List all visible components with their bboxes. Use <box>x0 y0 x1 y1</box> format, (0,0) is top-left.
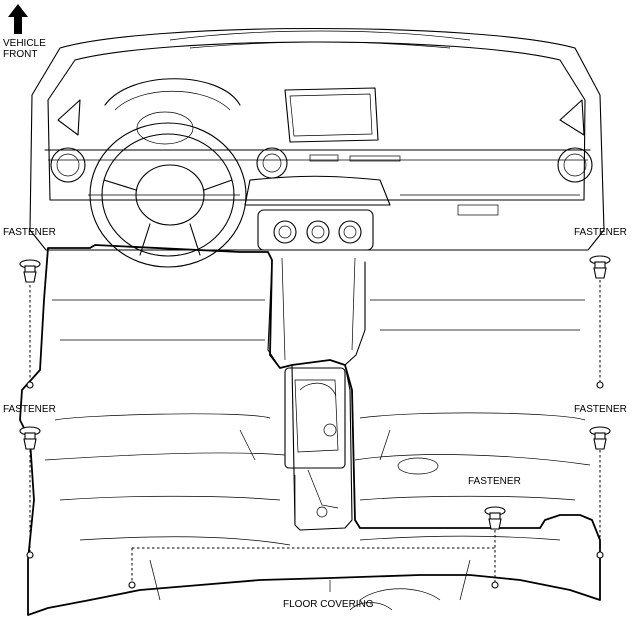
fastener-icon <box>589 255 611 279</box>
fastener-leader-lines <box>26 275 604 589</box>
floor-contours <box>44 299 591 611</box>
fastener-label-front-right: FASTENER <box>574 227 627 238</box>
fastener-icon <box>589 426 611 450</box>
fastener-label-front-left: FASTENER <box>3 227 56 238</box>
center-console <box>267 257 366 531</box>
fastener-icon <box>19 426 41 450</box>
fastener-icon <box>19 259 41 283</box>
vehicle-front-arrow-icon <box>8 4 28 34</box>
floor-covering-label: FLOOR COVERING <box>283 599 374 610</box>
vehicle-front-label-line1: VEHICLE <box>3 38 46 49</box>
dashboard-outline <box>29 27 605 251</box>
fastener-label-rear-right: FASTENER <box>574 404 627 415</box>
steering-wheel <box>89 78 247 268</box>
fastener-label-rear-left: FASTENER <box>3 404 56 415</box>
vehicle-front-label-line2: FRONT <box>3 49 37 60</box>
fastener-icon <box>484 506 506 530</box>
floor-covering-outline <box>19 244 601 616</box>
fastener-label-rear-center: FASTENER <box>468 476 521 487</box>
